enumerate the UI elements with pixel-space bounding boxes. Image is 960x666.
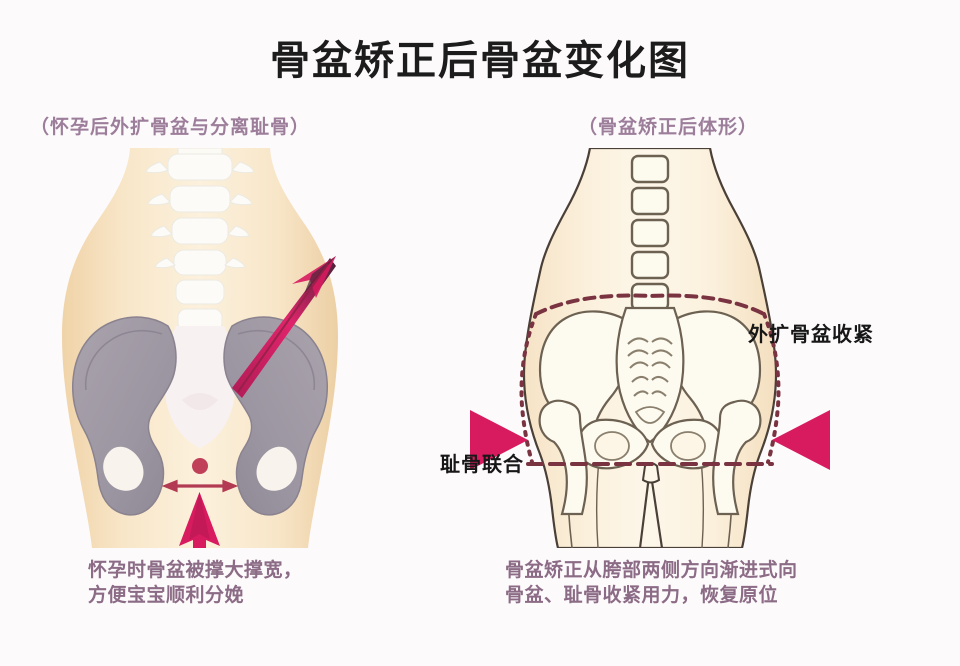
left-inward-triangle xyxy=(470,410,528,470)
pregnant-pelvis-illustration xyxy=(62,148,338,548)
page-title: 骨盆矫正后骨盆变化图 xyxy=(270,38,690,84)
label-pubic-symphysis: 耻骨联合 xyxy=(440,452,524,476)
horizontal-separation-arrow xyxy=(161,479,239,493)
waist-dashed-line xyxy=(534,293,766,316)
label-tighten-pelvis: 外扩骨盆收紧 xyxy=(748,322,874,346)
diagonal-expansion-arrow xyxy=(232,256,336,398)
left-panel-caption: 怀孕时骨盆被撑大撑宽， 方便宝宝顺利分娩 xyxy=(88,559,303,606)
pubic-symphysis-dot xyxy=(192,458,208,474)
left-panel-subtitle: （怀孕后外扩骨盆与分离耻骨） xyxy=(30,116,311,138)
left-ilium xyxy=(72,316,177,516)
lumbar-spine xyxy=(145,148,255,332)
right-panel-subtitle: （骨盆矫正后体形） xyxy=(578,116,759,138)
femur-heads xyxy=(538,399,762,516)
lumbar-vertebrae-blocks xyxy=(630,154,670,312)
corrected-pelvis-illustration xyxy=(470,148,830,548)
right-inward-triangle xyxy=(772,410,830,470)
sacrum-outline xyxy=(615,306,685,444)
right-panel-caption: 骨盆矫正从胯部两侧方向渐进式向 骨盆、耻骨收紧用力，恢复原位 xyxy=(505,559,798,606)
hip-dotted-contours xyxy=(519,312,781,464)
sacrum xyxy=(164,326,236,448)
vertical-upward-arrow xyxy=(179,492,220,548)
